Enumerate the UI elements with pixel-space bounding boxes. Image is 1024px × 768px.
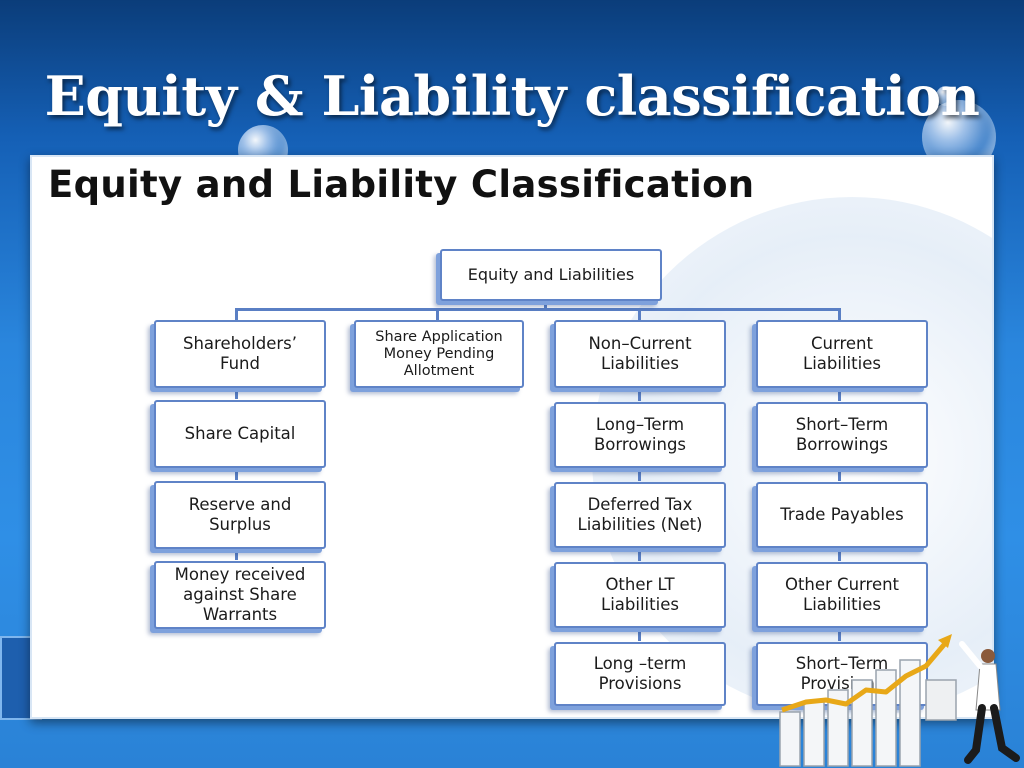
node-other-current-liabilities: Other Current Liabilities	[756, 562, 928, 628]
node-trade-payables: Trade Payables	[756, 482, 928, 548]
node-label: Shareholders’ Fund	[182, 334, 297, 373]
connector	[838, 308, 841, 320]
businessman-growth-chart-icon	[779, 634, 1020, 767]
node-label: Other LT Liabilities	[601, 575, 679, 614]
connector	[235, 308, 841, 311]
node-long-term-provisions: Long –term Provisions	[554, 642, 726, 706]
connector	[638, 308, 641, 320]
chart-bar	[827, 689, 849, 767]
diagram-panel: Equity and Liability Classification Equi…	[30, 155, 994, 719]
connector	[544, 302, 547, 310]
node-label: Money received against Share Warrants	[174, 565, 306, 624]
node-label: Reserve and Surplus	[188, 495, 292, 534]
connector	[235, 468, 238, 480]
connector	[638, 547, 641, 561]
connector	[638, 627, 641, 641]
connector	[235, 308, 238, 320]
node-label: Trade Payables	[780, 505, 904, 524]
node-label: Other Current Liabilities	[784, 575, 900, 614]
connector	[838, 387, 841, 401]
connector	[638, 387, 641, 401]
node-share-capital: Share Capital	[154, 400, 326, 468]
node-other-lt-liabilities: Other LT Liabilities	[554, 562, 726, 628]
node-label: Current Liabilities	[803, 334, 881, 373]
node-reserve-and-surplus: Reserve and Surplus	[154, 481, 326, 549]
node-non-current-liabilities: Non–Current Liabilities	[554, 320, 726, 388]
connector	[838, 467, 841, 481]
chart-bar	[803, 701, 825, 767]
node-label: Long–Term Borrowings	[593, 415, 687, 454]
node-label: Deferred Tax Liabilities (Net)	[577, 495, 703, 534]
node-label: Long –term Provisions	[593, 654, 687, 693]
node-label: Share Capital	[184, 424, 296, 443]
node-money-received-against-share-warrants: Money received against Share Warrants	[154, 561, 326, 629]
connector	[436, 308, 439, 320]
connector	[838, 627, 841, 641]
connector	[235, 548, 238, 560]
connector	[235, 387, 238, 399]
node-share-application-money-pending-allotment: Share Application Money Pending Allotmen…	[354, 320, 524, 388]
decorative-bubble	[936, 86, 956, 106]
node-label: Short–Term Borrowings	[795, 415, 889, 454]
chart-bar	[851, 679, 873, 767]
node-equity-and-liabilities: Equity and Liabilities	[440, 249, 662, 301]
node-long-term-borrowings: Long–Term Borrowings	[554, 402, 726, 468]
node-current-liabilities: Current Liabilities	[756, 320, 928, 388]
node-short-term-borrowings: Short–Term Borrowings	[756, 402, 928, 468]
slide-title: Equity & Liability classification	[44, 64, 980, 128]
chart-bar	[779, 711, 801, 767]
businessman-figure	[925, 641, 1020, 764]
connector	[638, 467, 641, 481]
growth-line	[781, 638, 950, 713]
connector	[838, 547, 841, 561]
node-deferred-tax-liabilities: Deferred Tax Liabilities (Net)	[554, 482, 726, 548]
node-label: Non–Current Liabilities	[588, 334, 692, 373]
node-label: Share Application Money Pending Allotmen…	[375, 328, 503, 379]
chart-bar	[899, 659, 921, 767]
node-shareholders-fund: Shareholders’ Fund	[154, 320, 326, 388]
arrow-head	[938, 634, 952, 648]
diagram-title: Equity and Liability Classification	[48, 163, 755, 206]
